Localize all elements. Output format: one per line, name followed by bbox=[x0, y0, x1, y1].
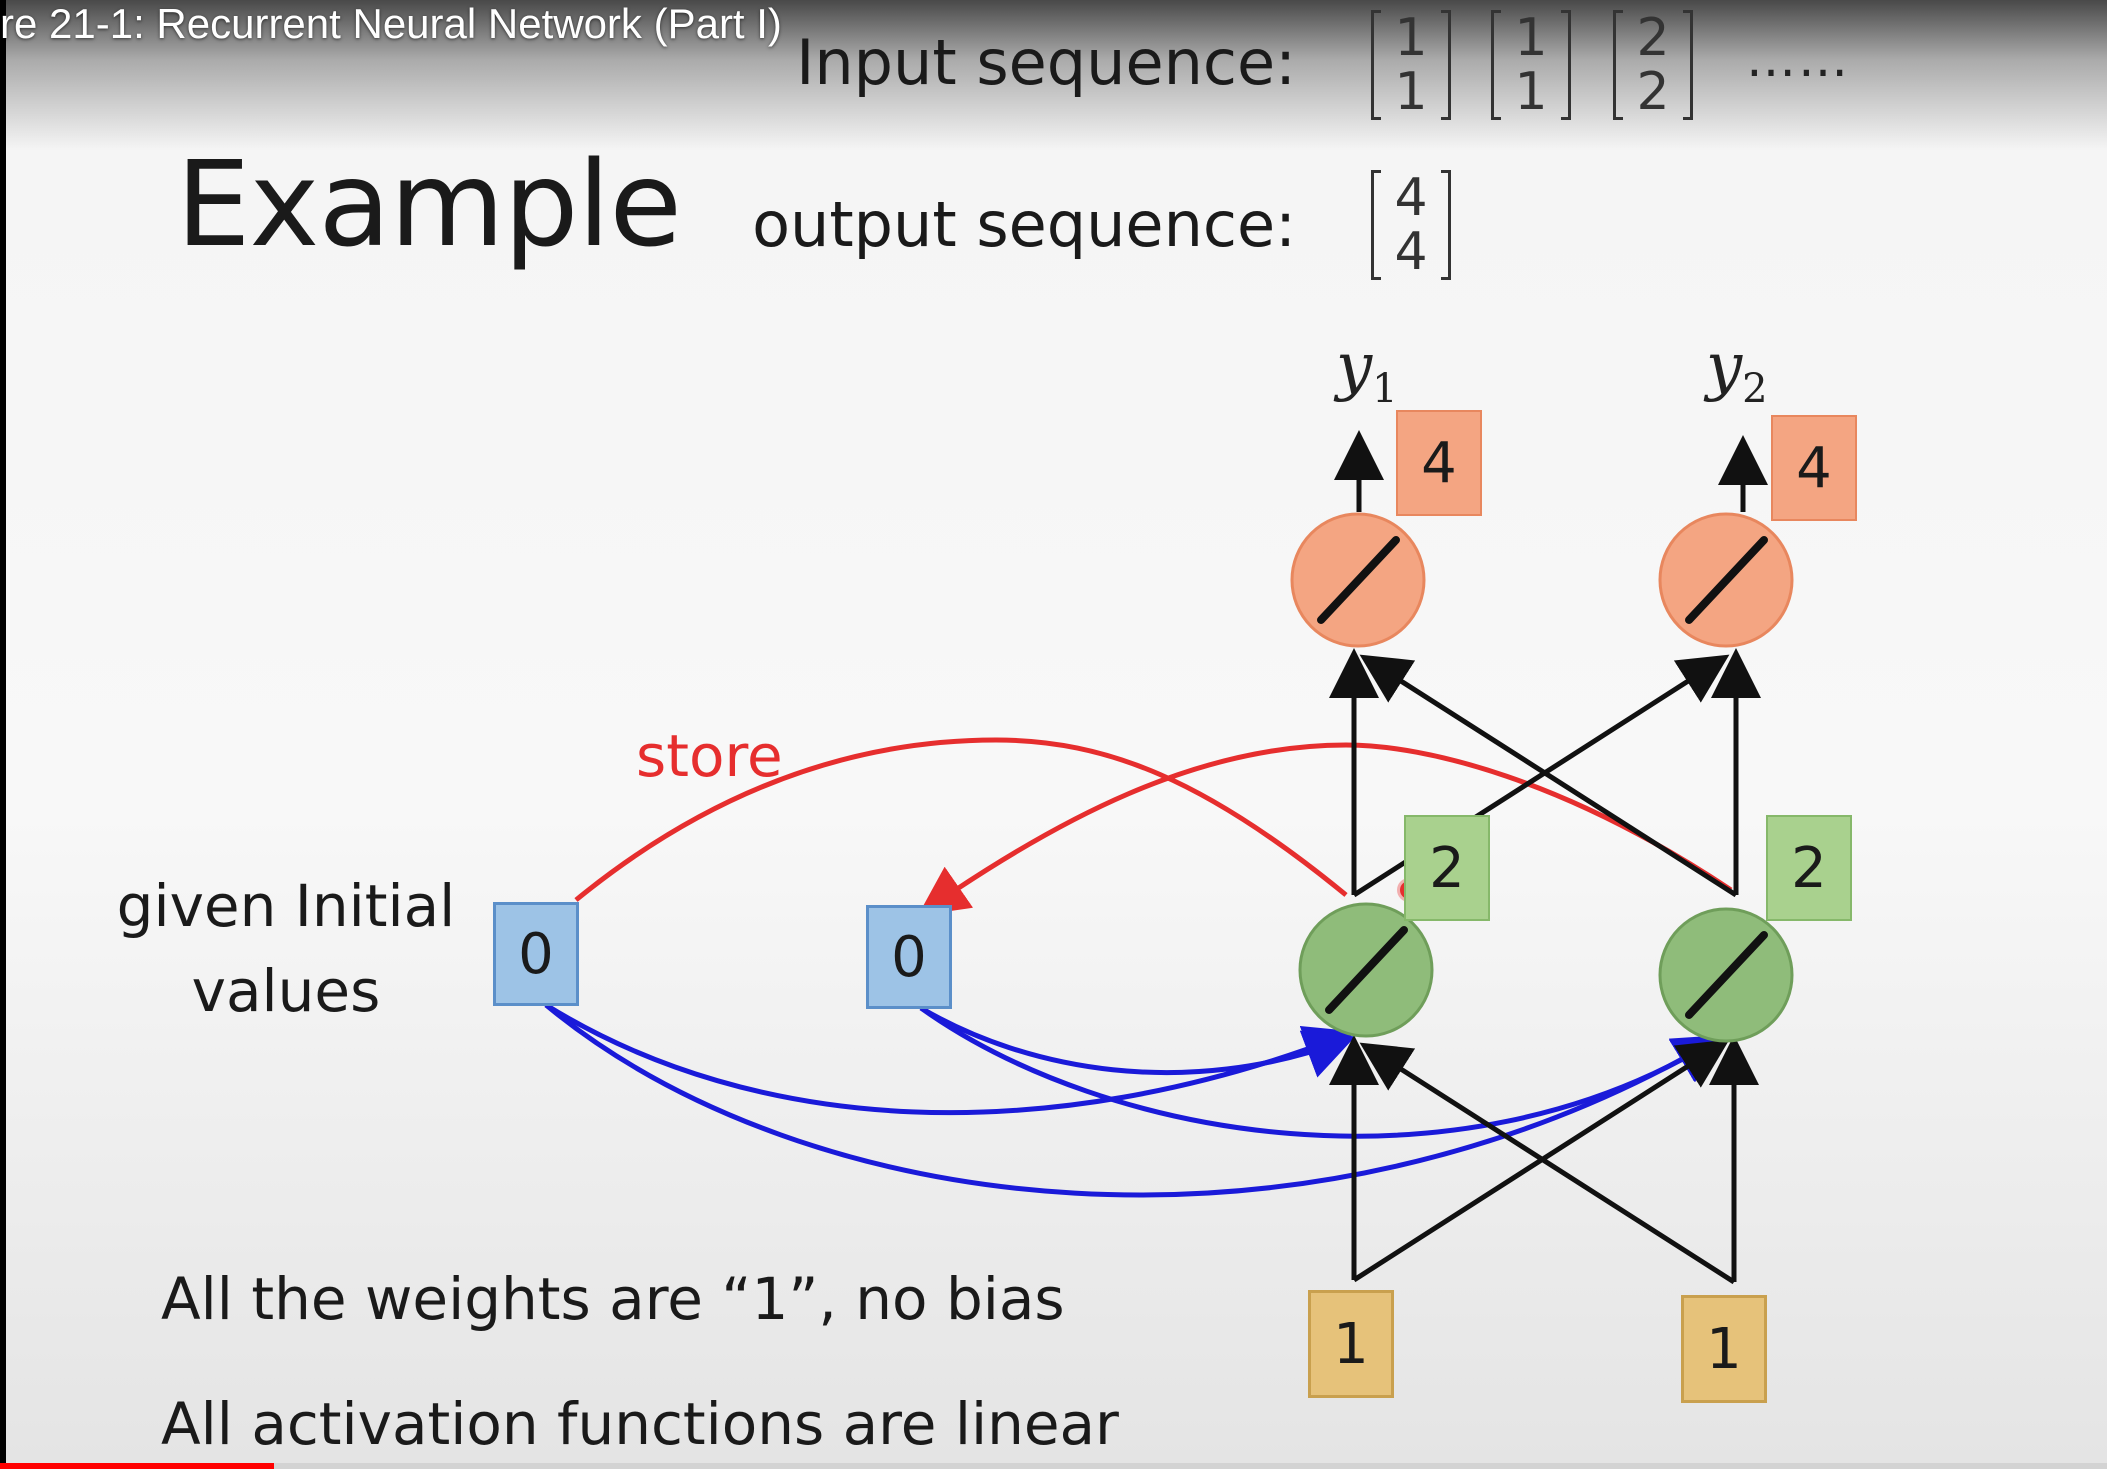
input-vector-3: 2 2 bbox=[1613, 10, 1693, 120]
input-cell-2: 1 bbox=[1681, 1295, 1767, 1403]
linear-activation-icon bbox=[1685, 536, 1768, 624]
sequence-ellipsis: …… bbox=[1746, 30, 1850, 88]
y1-label: y1 bbox=[1336, 330, 1398, 412]
output-value-box-1: 4 bbox=[1396, 410, 1482, 516]
weights-note: All the weights are “1”, no bias bbox=[161, 1265, 1065, 1333]
given-initial-label-line2: values bbox=[191, 957, 381, 1025]
video-progress-fill bbox=[0, 1463, 274, 1469]
output-neuron-2 bbox=[1658, 512, 1794, 648]
given-initial-label-line1: given Initial bbox=[116, 872, 456, 940]
video-progress-bar[interactable] bbox=[0, 1463, 2107, 1469]
linear-activation-icon bbox=[1325, 926, 1408, 1014]
input-sequence-label: Input sequence: bbox=[796, 26, 1296, 99]
memory1-to-hidden2-arrow bbox=[544, 1003, 1725, 1198]
input-cell-1: 1 bbox=[1308, 1290, 1394, 1398]
output-vector-1: 4 4 bbox=[1371, 170, 1451, 280]
slide: Example Input sequence: output sequence:… bbox=[6, 0, 2107, 1469]
hidden-value-box-1: 2 bbox=[1404, 815, 1490, 921]
memory-cell-2: 0 bbox=[866, 905, 952, 1009]
memory2-to-hidden1-arrow bbox=[919, 1005, 1356, 1078]
input2-to-hidden1-arrow bbox=[1359, 1042, 1736, 1285]
input-to-hidden-connections bbox=[1329, 1035, 1759, 1285]
input-vector-1: 1 1 bbox=[1371, 10, 1451, 120]
input1-to-hidden2-arrow bbox=[1352, 1039, 1730, 1283]
hidden-to-output-connections bbox=[1329, 648, 1761, 898]
output-arrows bbox=[1334, 430, 1768, 512]
slide-heading: Example bbox=[176, 135, 682, 273]
output-sequence-label: output sequence: bbox=[752, 188, 1296, 261]
activation-note: All activation functions are linear bbox=[161, 1390, 1119, 1458]
store-label: store bbox=[636, 722, 783, 790]
hidden-neuron-1 bbox=[1298, 902, 1434, 1038]
input-vector-2: 1 1 bbox=[1491, 10, 1571, 120]
hidden2-store-to-memory2 bbox=[917, 742, 1733, 916]
memory1-to-hidden1-arrow bbox=[544, 1002, 1356, 1116]
hidden1-store-to-memory1 bbox=[574, 737, 1348, 902]
hidden-neuron-2 bbox=[1658, 907, 1794, 1043]
hidden2-to-output1-arrow bbox=[1359, 654, 1738, 898]
output-neuron-1 bbox=[1290, 512, 1426, 648]
y2-label: y2 bbox=[1706, 330, 1768, 412]
memory-to-hidden-connections bbox=[544, 1002, 1725, 1198]
video-title: re 21-1: Recurrent Neural Network (Part … bbox=[0, 0, 782, 47]
rnn-diagram bbox=[544, 430, 1794, 1285]
output-value-box-2: 4 bbox=[1771, 415, 1857, 521]
linear-activation-icon bbox=[1685, 931, 1768, 1019]
store-connections bbox=[574, 737, 1733, 916]
video-title-overlay bbox=[6, 0, 2107, 150]
memory-cell-1: 0 bbox=[493, 902, 579, 1006]
memory2-to-hidden2-arrow bbox=[919, 1005, 1725, 1139]
linear-activation-icon bbox=[1317, 536, 1400, 624]
hidden-value-box-2: 2 bbox=[1766, 815, 1852, 921]
